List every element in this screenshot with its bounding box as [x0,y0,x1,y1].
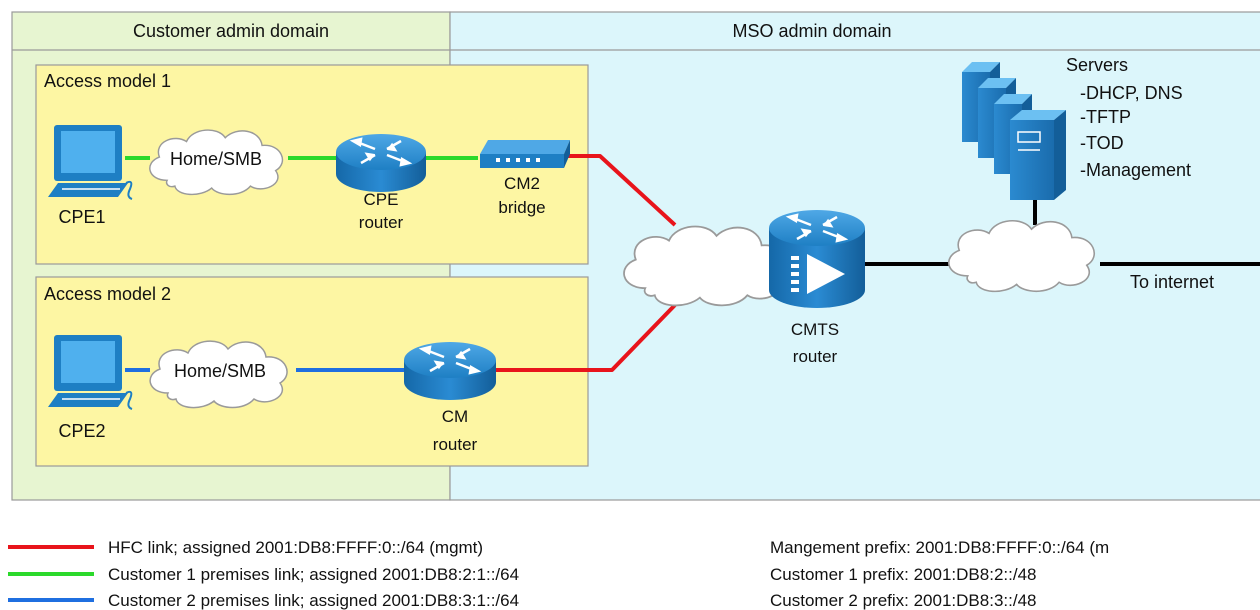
prefix-customer2: Customer 2 prefix: 2001:DB8:3::/48 [770,591,1036,610]
prefix-management: Mangement prefix: 2001:DB8:FFFF:0::/64 (… [770,538,1109,557]
cm2-bridge-label-line1: CM2 [504,174,540,193]
access-model-1-title: Access model 1 [44,71,171,91]
legend-text-customer2: Customer 2 premises link; assigned 2001:… [108,591,519,610]
to-internet-label: To internet [1130,272,1214,292]
legend-text-hfc: HFC link; assigned 2001:DB8:FFFF:0::/64 … [108,538,483,557]
cm-router-icon [404,342,496,400]
access-model-2-title: Access model 2 [44,284,171,304]
cmts-router-label-line1: CMTS [791,320,839,339]
hfc-link-cmrouter-cmts [496,303,677,372]
cpe-router-label-line2: router [359,213,404,232]
customer-domain-title: Customer admin domain [133,21,329,41]
cmts-router-label-line2: router [793,347,838,366]
cm-router-label-line1: CM [442,407,468,426]
home-smb-label-2: Home/SMB [174,361,266,381]
mso-domain-title: MSO admin domain [732,21,891,41]
prefix-customer1: Customer 1 prefix: 2001:DB8:2::/48 [770,565,1036,584]
cm2-bridge-icon [480,140,570,168]
cpe1-computer-icon [48,125,133,200]
cpe-router-label-line1: CPE [364,190,399,209]
servers-item-dhcp-dns: -DHCP, DNS [1080,83,1183,103]
links [125,154,1260,372]
servers-icon [962,62,1066,200]
servers-item-tod: -TOD [1080,133,1124,153]
legend: HFC link; assigned 2001:DB8:FFFF:0::/64 … [8,538,1109,610]
servers-item-management: -Management [1080,160,1191,180]
servers-title: Servers [1066,55,1128,75]
cm2-bridge-label-line2: bridge [498,198,545,217]
cpe2-label: CPE2 [58,421,105,441]
cm-router-label-line2: router [433,435,478,454]
hfc-link-bridge-cmts [565,154,677,227]
cpe2-computer-icon [48,335,133,410]
cpe-router-icon [336,134,426,192]
cmts-router-icon [769,210,865,308]
cpe1-label: CPE1 [58,207,105,227]
home-smb-label-1: Home/SMB [170,149,262,169]
legend-text-customer1: Customer 1 premises link; assigned 2001:… [108,565,519,584]
servers-item-tftp: -TFTP [1080,107,1131,127]
